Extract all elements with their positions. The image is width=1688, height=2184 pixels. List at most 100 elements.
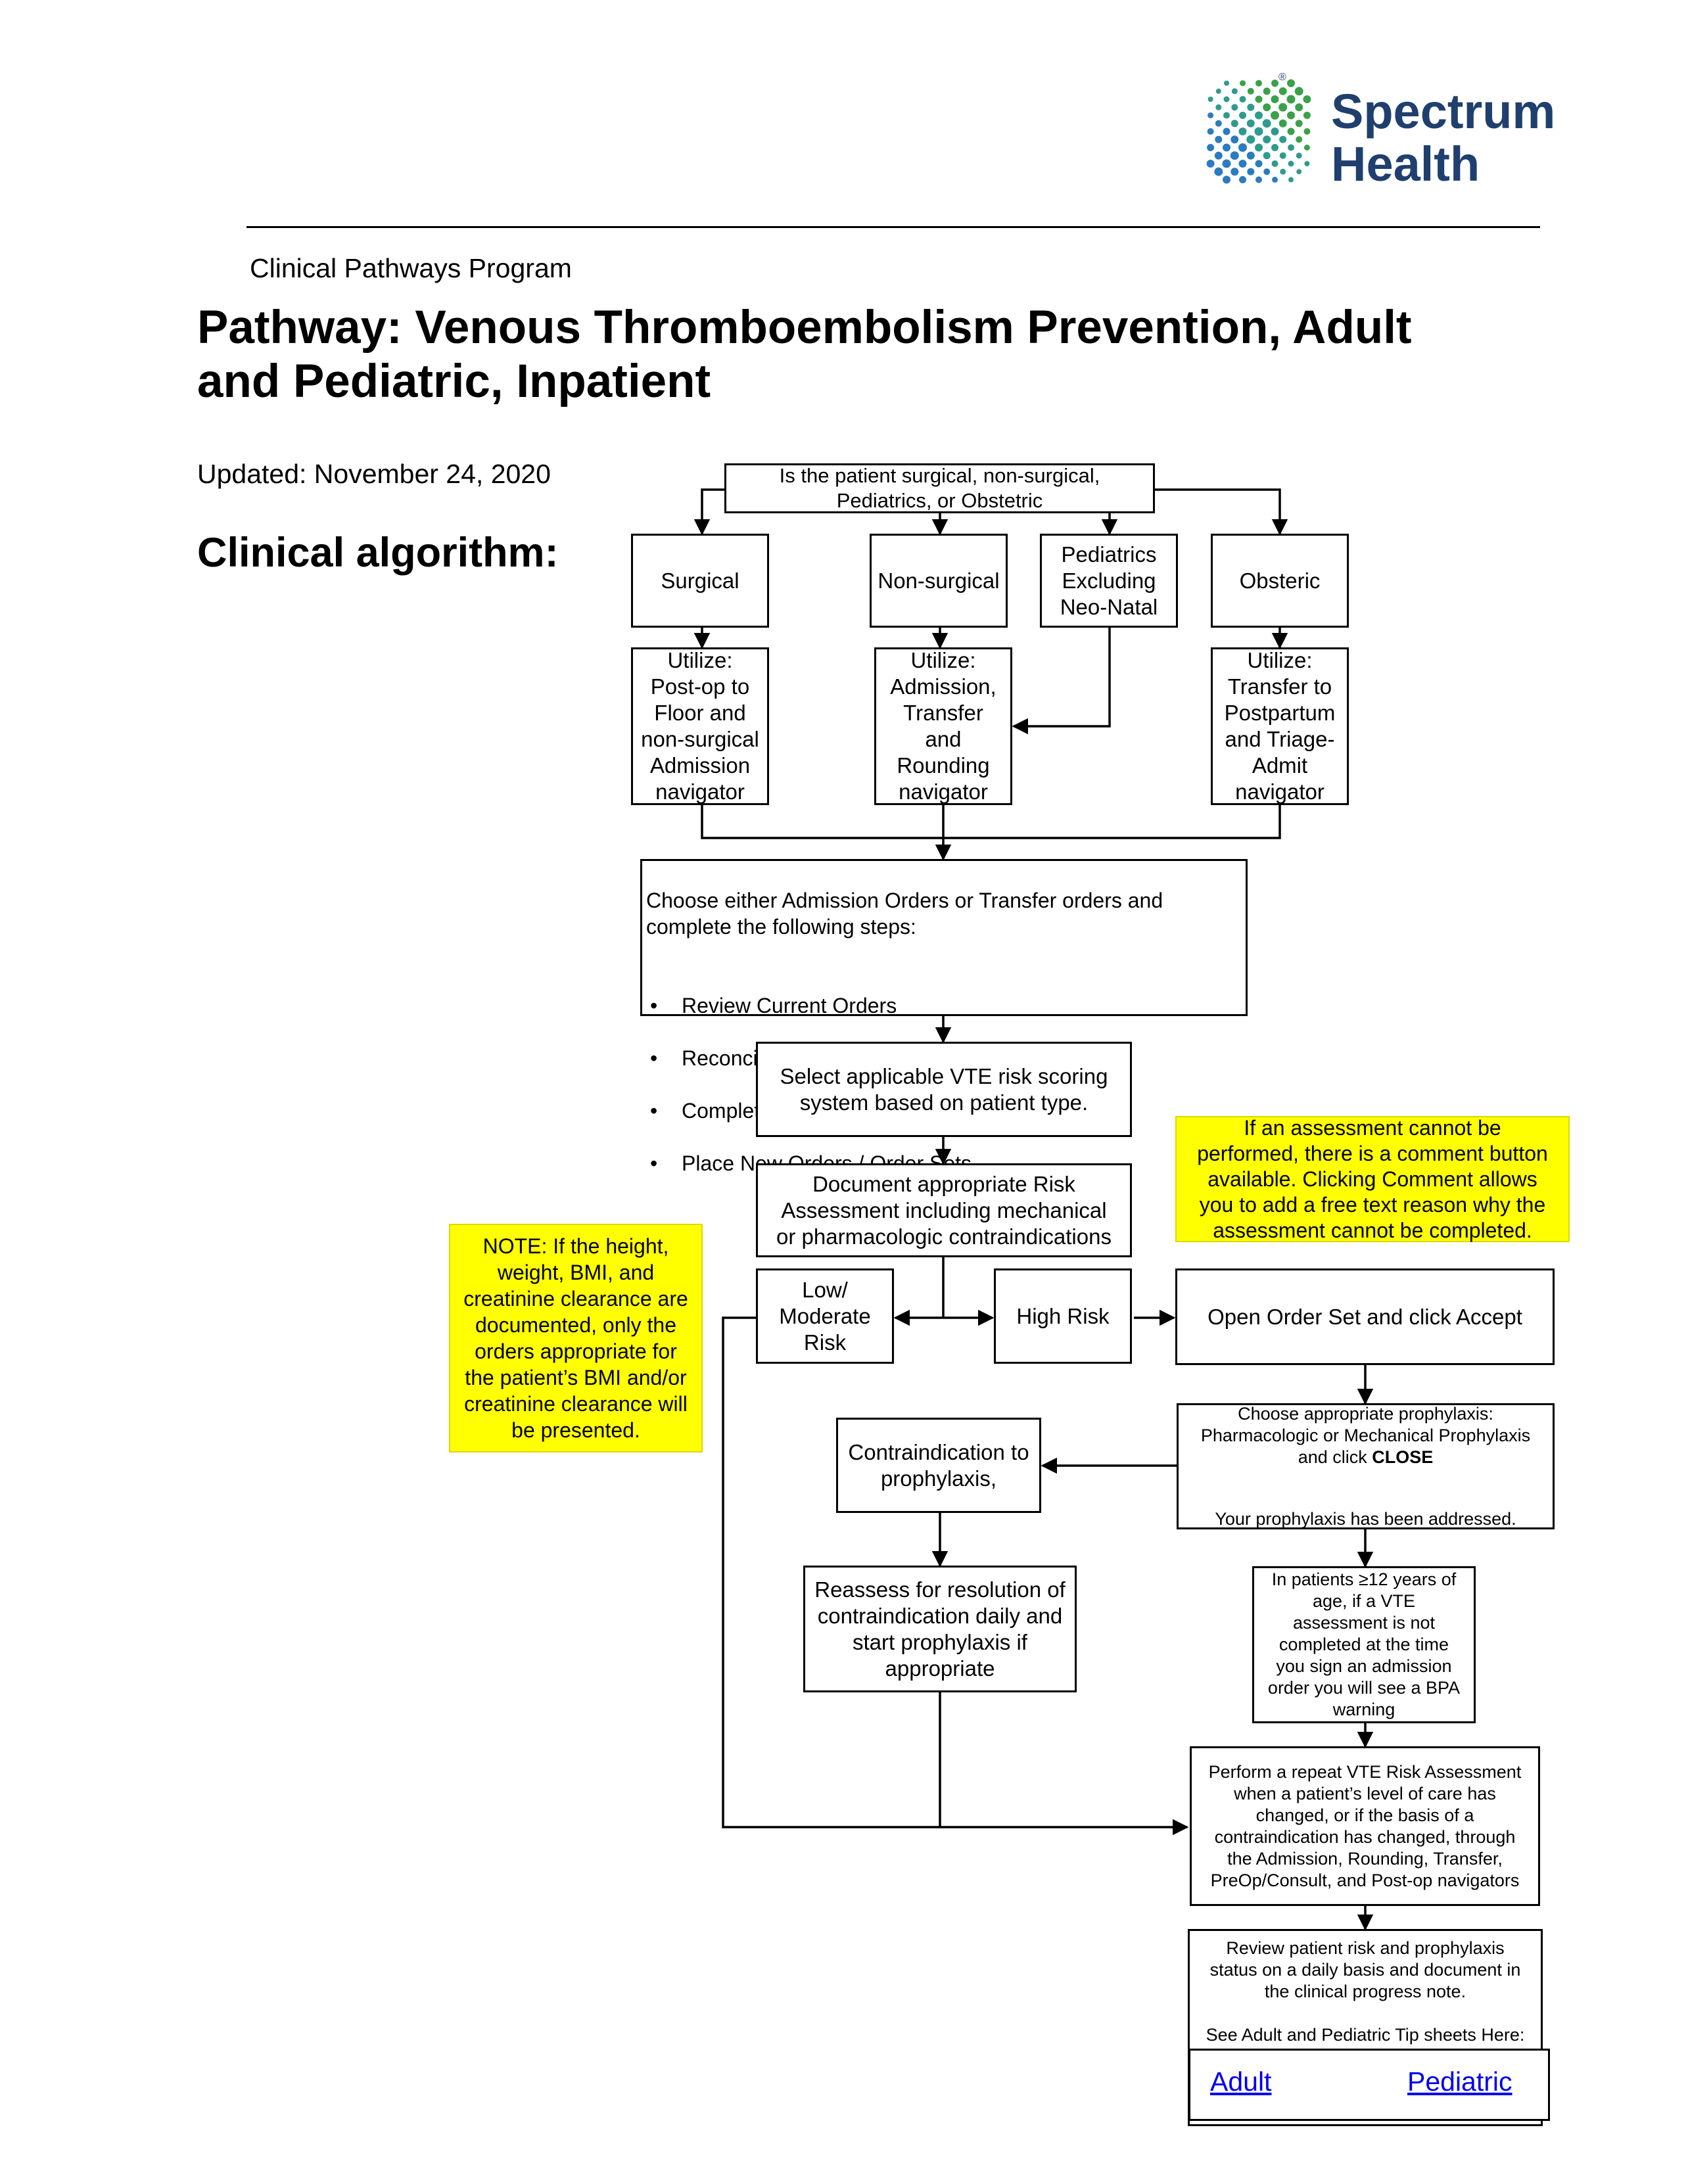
connector-low-repeat bbox=[722, 1316, 1189, 1836]
logo-dot bbox=[1222, 159, 1231, 168]
logo-dot bbox=[1271, 160, 1278, 167]
logo-dot bbox=[1238, 160, 1247, 168]
logo-dot bbox=[1271, 80, 1278, 87]
logo-dot bbox=[1271, 95, 1279, 103]
logo-dot bbox=[1223, 175, 1231, 184]
logo-dot bbox=[1223, 112, 1230, 119]
logo-dot bbox=[1255, 143, 1263, 152]
logo-dot bbox=[1278, 119, 1287, 128]
logo-dot bbox=[1231, 135, 1239, 144]
logo-dot bbox=[1240, 80, 1246, 87]
logo-dot bbox=[1288, 177, 1294, 183]
logo-dot bbox=[1296, 169, 1302, 175]
box-choose-prophylaxis: Choose appropriate prophylaxis: Pharmaco… bbox=[1177, 1403, 1555, 1529]
logo-dot bbox=[1272, 176, 1278, 183]
logo-dot bbox=[1287, 111, 1295, 120]
box-utilize-nonsurgical: Utilize: Admission, Transfer and Roundin… bbox=[874, 647, 1012, 805]
logo-dot bbox=[1271, 144, 1278, 151]
connector-utilize-surgical-merge bbox=[701, 805, 1281, 839]
logo-dot bbox=[1247, 168, 1255, 175]
logo-dot bbox=[1296, 136, 1303, 143]
page-title-line-1: Pathway: Venous Thromboembolism Preventi… bbox=[197, 302, 1412, 354]
logo-dot bbox=[1224, 80, 1229, 86]
page-title: Pathway: Venous Thromboembolism Preventi… bbox=[197, 301, 1499, 409]
box-contraindication: Contraindication to prophylaxis, bbox=[836, 1418, 1041, 1513]
logo-dot bbox=[1206, 160, 1215, 168]
logo-dot bbox=[1303, 145, 1310, 151]
logo-dot bbox=[1223, 143, 1231, 152]
logo-dot bbox=[1246, 119, 1255, 128]
connector-pediatrics-utilize bbox=[1012, 628, 1111, 735]
logo-word-health: Health bbox=[1331, 137, 1480, 191]
logo-dot bbox=[1215, 120, 1222, 127]
logo-dot bbox=[1278, 87, 1287, 95]
orders-intro: Choose either Admission Orders or Transf… bbox=[646, 889, 1163, 939]
logo-dot bbox=[1287, 128, 1295, 135]
note-bmi-creatinine: NOTE: If the height, weight, BMI, and cr… bbox=[449, 1224, 703, 1452]
logo-word-spectrum: Spectrum bbox=[1331, 84, 1555, 139]
logo-dot bbox=[1271, 128, 1279, 135]
decision-patient-type: Is the patient surgical, non-surgical, P… bbox=[724, 463, 1155, 513]
logo-dot bbox=[1278, 103, 1288, 112]
updated-date: Updated: November 24, 2020 bbox=[197, 459, 551, 489]
logo-dot bbox=[1303, 112, 1311, 119]
logo-dot bbox=[1246, 151, 1255, 160]
logo-dot bbox=[1247, 103, 1255, 111]
logo-dot bbox=[1294, 87, 1303, 96]
logo-dot bbox=[1231, 104, 1238, 111]
box-document-risk: Document appropriate Risk Assessment inc… bbox=[756, 1163, 1132, 1257]
logo-dot bbox=[1271, 111, 1279, 120]
logo-dot bbox=[1263, 168, 1271, 175]
logo-dot bbox=[1246, 135, 1255, 144]
logo-dot bbox=[1303, 95, 1311, 103]
header-divider bbox=[246, 226, 1540, 228]
adult-tip-sheet-link[interactable]: Adult bbox=[1210, 2066, 1272, 2097]
box-select-scoring-system: Select applicable VTE risk scoring syste… bbox=[756, 1042, 1132, 1137]
logo-dot bbox=[1207, 144, 1215, 151]
logo-dot bbox=[1280, 168, 1286, 175]
logo-dot bbox=[1263, 152, 1271, 160]
logo-dot bbox=[1238, 143, 1247, 152]
section-heading: Clinical algorithm: bbox=[197, 530, 559, 576]
logo-dot bbox=[1263, 135, 1271, 144]
logo-dot bbox=[1255, 111, 1263, 120]
box-utilize-obstetric: Utilize: Transfer to Postpartum and Tria… bbox=[1211, 647, 1349, 805]
logo-dot bbox=[1247, 87, 1254, 95]
pediatric-tip-sheet-link[interactable]: Pediatric bbox=[1407, 2066, 1512, 2097]
logo-dot bbox=[1286, 95, 1296, 104]
logo-dot bbox=[1215, 135, 1223, 143]
logo-dot bbox=[1279, 152, 1286, 159]
logo-dot bbox=[1255, 80, 1262, 87]
logo-dot bbox=[1262, 119, 1271, 128]
logo-dot bbox=[1215, 104, 1222, 110]
logo-dot bbox=[1254, 127, 1263, 136]
logo-dot bbox=[1239, 96, 1246, 103]
logo-dot-mark-icon bbox=[1206, 79, 1311, 184]
box-surgical: Surgical bbox=[631, 534, 769, 628]
program-name: Clinical Pathways Program bbox=[250, 253, 572, 283]
logo-dot bbox=[1223, 96, 1230, 103]
logo-dot bbox=[1288, 144, 1294, 151]
logo-dot bbox=[1255, 160, 1263, 168]
box-bpa-warning: In patients ≥12 years of age, if a VTE a… bbox=[1252, 1566, 1476, 1723]
connector-question-surgical bbox=[693, 488, 726, 536]
orders-step: Review Current Orders bbox=[646, 992, 1242, 1019]
logo-dot bbox=[1207, 128, 1214, 135]
logo-dot bbox=[1288, 160, 1294, 167]
logo-dot bbox=[1214, 151, 1223, 160]
box-pediatrics: Pediatrics Excluding Neo-Natal bbox=[1040, 534, 1178, 628]
box-low-moderate-risk: Low/ Moderate Risk bbox=[756, 1268, 894, 1364]
logo-dot bbox=[1263, 87, 1271, 95]
choose-prophylaxis-text: Choose appropriate prophylaxis: Pharmaco… bbox=[1200, 1403, 1531, 1467]
page-title-line-2: and Pediatric, Inpatient bbox=[197, 356, 711, 407]
box-reassess: Reassess for resolution of contraindicat… bbox=[803, 1566, 1077, 1692]
logo-dot bbox=[1231, 168, 1239, 176]
logo-dot bbox=[1214, 167, 1223, 176]
tip-sheet-links: Adult Pediatric bbox=[1188, 2049, 1550, 2121]
logo-dot bbox=[1231, 88, 1238, 95]
logo-dot bbox=[1239, 175, 1246, 183]
logo-dot bbox=[1215, 88, 1221, 94]
logo-dot bbox=[1287, 79, 1295, 87]
close-keyword: CLOSE bbox=[1372, 1447, 1434, 1467]
